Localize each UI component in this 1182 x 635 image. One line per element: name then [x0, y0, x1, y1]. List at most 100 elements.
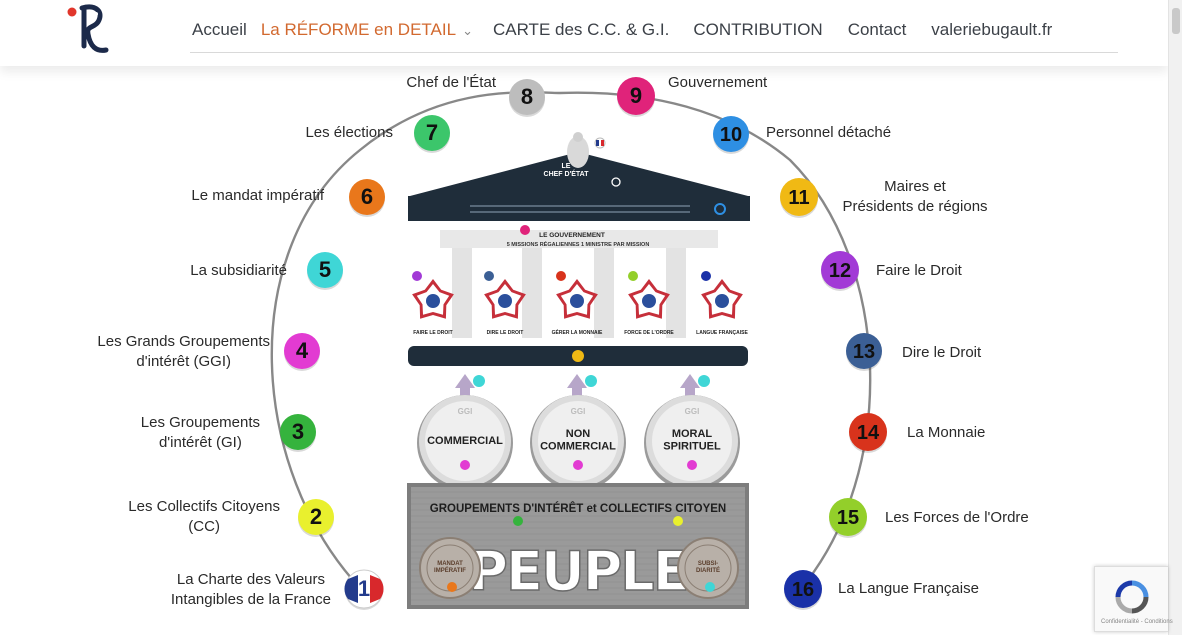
label-item-15: Les Forces de l'Ordre — [885, 508, 1029, 528]
column — [594, 248, 614, 338]
nav-reforme-en-detail[interactable]: La RÉFORME en DETAIL⌄ — [261, 20, 473, 40]
label-line: d'intérêt (GI) — [158, 434, 242, 451]
circle-fill-3 — [280, 414, 316, 450]
up-arrow-icon — [567, 374, 587, 400]
label-line: Les Collectifs Citoyens — [128, 498, 280, 515]
vertical-scrollbar[interactable] — [1168, 0, 1182, 635]
label-item-6: Le mandat impératif — [191, 186, 324, 206]
nav-carte[interactable]: CARTE des C.C. & G.I. — [492, 20, 670, 39]
label-line: d'intérêt (GGI) — [136, 353, 231, 370]
label-line: Gouvernement — [668, 74, 768, 91]
circle-2: 2 — [298, 499, 334, 537]
circle-14: 14 — [849, 413, 887, 453]
label-item-7: Les élections — [305, 123, 393, 143]
ggi-tag: GGI — [571, 407, 586, 416]
label-item-13: Dire le Droit — [902, 343, 981, 363]
label-item-10: Personnel détaché — [766, 123, 891, 143]
label-line: La Langue Française — [838, 580, 979, 597]
groupements-title: GROUPEMENTS D'INTÉRÊT et COLLECTIFS CITO… — [430, 502, 726, 515]
ministry-label: LANGUE FRANÇAISE — [696, 330, 748, 336]
circle-8: 8 — [509, 79, 545, 117]
stamp-text: SUBSI-DIARITÉ — [696, 561, 720, 574]
ggi-tag: GGI — [458, 407, 473, 416]
stamp-stamp_right: SUBSI-DIARITÉ — [677, 537, 739, 599]
circle-number-7: 7 — [426, 120, 438, 145]
nav-contact[interactable]: Contact — [847, 20, 907, 39]
circle-number-3: 3 — [292, 419, 304, 444]
circle-number-10: 10 — [720, 124, 742, 146]
label-line: Les Groupements — [140, 414, 260, 431]
label-line: Intangibles de la France — [170, 591, 331, 608]
label-line: La subsidiarité — [190, 262, 287, 279]
label-line: La Charte des Valeurs — [176, 571, 326, 588]
label-line: Présidents de régions — [842, 198, 988, 215]
site-logo-icon[interactable] — [66, 2, 116, 58]
circle-number-6: 6 — [361, 184, 373, 209]
nav-divider — [190, 52, 1118, 53]
circle-fill-7 — [414, 115, 450, 151]
label-item-2: Les Collectifs Citoyens (CC) — [128, 497, 280, 537]
missions-text: 5 MISSIONS RÉGALIENNES 1 MINISTRE PAR MI… — [507, 240, 650, 248]
circle-16: 16 — [784, 570, 822, 610]
label-line: Les Forces de l'Ordre — [885, 509, 1029, 526]
label-line: (CC) — [188, 518, 220, 535]
site-header: Accueil La RÉFORME en DETAIL⌄ CARTE des … — [0, 0, 1168, 66]
column — [666, 248, 686, 338]
circle-number-12: 12 — [829, 260, 851, 282]
circle-fill-11 — [780, 178, 818, 216]
circle-fill-15 — [829, 498, 867, 536]
circle-10: 10 — [713, 116, 749, 154]
nav-valeriebugault[interactable]: valeriebugault.fr — [931, 20, 1053, 39]
circle-number-2: 2 — [310, 504, 322, 529]
circle-number-9: 9 — [630, 83, 642, 108]
circle-fill-4 — [284, 333, 320, 369]
circle-number-13: 13 — [853, 341, 875, 363]
label-line: Chef de l'État — [406, 74, 496, 91]
ministry-label: FORCE DE L'ORDRE — [624, 330, 674, 336]
scrollbar-thumb[interactable] — [1172, 8, 1180, 34]
column — [522, 248, 542, 338]
recaptcha-icon — [1115, 580, 1149, 614]
architrave — [440, 230, 718, 248]
circle-5: 5 — [307, 252, 343, 290]
ministry-star: DIRE LE DROIT — [484, 271, 526, 336]
circle-number-11: 11 — [788, 187, 809, 209]
semicircle-arc — [270, 91, 872, 591]
circle-fill-12 — [821, 251, 859, 289]
recaptcha-links[interactable]: Confidentialité - Conditions — [1101, 619, 1173, 625]
circle-number-5: 5 — [319, 257, 331, 282]
circle-fill-5 — [307, 252, 343, 288]
circle-13: 13 — [846, 333, 882, 371]
ministry-star: LANGUE FRANÇAISE — [696, 271, 748, 336]
ggi-tag: GGI — [685, 407, 700, 416]
temple-frieze — [408, 196, 750, 221]
nav-accueil[interactable]: Accueil — [192, 20, 247, 39]
label-item-16: La Langue Française — [838, 579, 979, 599]
circle-4: 4 — [284, 333, 320, 371]
circle-fill-8 — [509, 79, 545, 115]
circle-11: 11 — [780, 178, 818, 218]
main-nav: Accueil La RÉFORME en DETAIL⌄ CARTE des … — [192, 20, 1052, 40]
circle-number-1: 1 — [358, 576, 370, 601]
recaptcha-badge[interactable]: Confidentialité - Conditions — [1094, 566, 1173, 632]
ministry-label: FAIRE LE DROIT — [413, 330, 452, 336]
circle-fill-16 — [784, 570, 822, 608]
circle-number-4: 4 — [296, 338, 309, 363]
label-line: Dire le Droit — [902, 344, 982, 361]
label-item-3: Les Groupements d'intérêt (GI) — [141, 413, 260, 453]
nav-contribution[interactable]: CONTRIBUTION — [693, 20, 823, 39]
label-line: Le mandat impératif — [191, 187, 324, 204]
circle-7: 7 — [414, 115, 450, 153]
circle-number-14: 14 — [857, 422, 880, 444]
circle-fill-6 — [349, 179, 385, 215]
nav-reforme-label: La RÉFORME en DETAIL — [260, 20, 457, 39]
circle-number-15: 15 — [837, 507, 859, 529]
label-item-14: La Monnaie — [907, 423, 985, 443]
